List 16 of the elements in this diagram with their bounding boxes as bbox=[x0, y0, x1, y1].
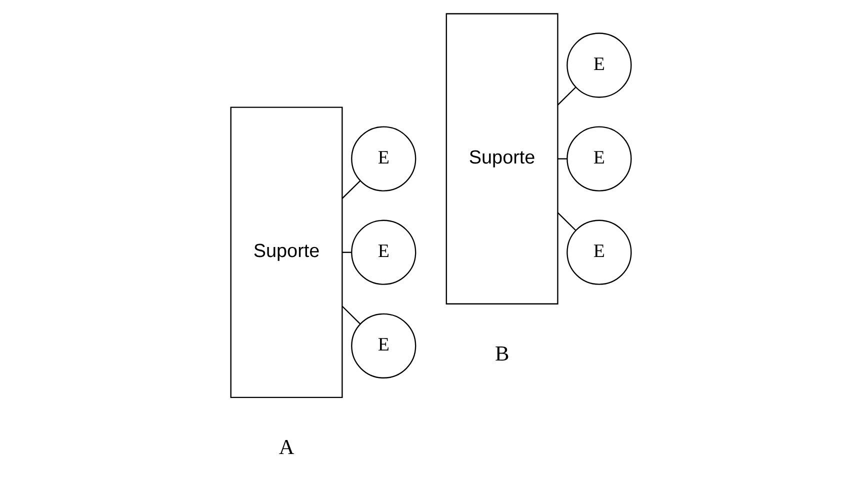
connector bbox=[342, 251, 351, 252]
node-circle: E bbox=[350, 312, 416, 378]
label: A bbox=[278, 434, 294, 459]
node-circle: E bbox=[566, 219, 632, 284]
label: B bbox=[494, 341, 509, 366]
node-box: Suporte bbox=[230, 106, 342, 398]
connector bbox=[556, 86, 576, 105]
connector bbox=[341, 305, 360, 324]
node-circle: E bbox=[566, 32, 632, 98]
connector bbox=[341, 180, 360, 198]
connector bbox=[556, 212, 576, 230]
node-circle: E bbox=[350, 126, 416, 191]
node-box: Suporte bbox=[445, 12, 558, 304]
node-circle: E bbox=[350, 219, 416, 284]
connector bbox=[557, 158, 566, 159]
node-circle: E bbox=[566, 126, 632, 191]
